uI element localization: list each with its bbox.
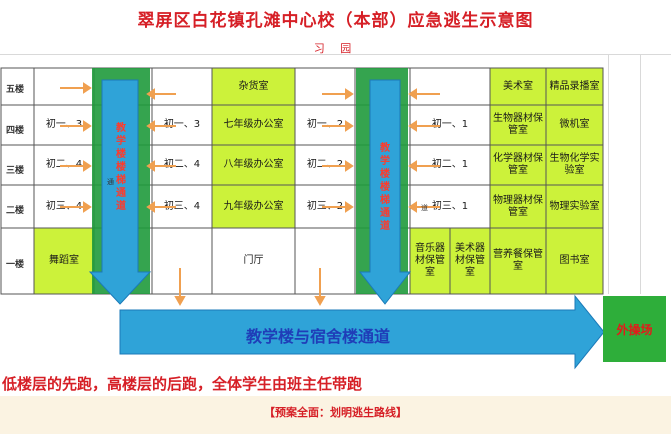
gridline (640, 54, 641, 294)
floor-label-3: 三楼 (6, 166, 25, 176)
stair-tag: 通 (107, 178, 114, 186)
arrowhead (83, 120, 92, 132)
room-bio-storage: 生物器材保管室 (490, 105, 546, 145)
arrowhead (146, 160, 155, 172)
room-art-storage: 美术器材保管室 (450, 228, 490, 294)
arrowhead (146, 120, 155, 132)
arrowhead (408, 88, 417, 100)
room-music-storage: 音乐器材保管室 (410, 228, 450, 294)
evacuation-instruction: 低楼层的先跑，高楼层的后跑，全体学生由班主任带跑 (2, 375, 363, 393)
arrowhead (146, 88, 155, 100)
room-lobby: 门厅 (212, 228, 295, 294)
stair-arrow-right (358, 79, 412, 305)
corridor-label: 教学楼与宿舍楼通道 (246, 327, 391, 346)
arrowhead (146, 201, 155, 213)
gridline (608, 54, 609, 294)
room-physics-lab: 物理实验室 (546, 185, 603, 228)
arrowhead (345, 120, 354, 132)
floor-label-4: 四楼 (6, 126, 25, 136)
stair-arrow-left (88, 79, 152, 305)
top-label: 习 园 (313, 42, 358, 55)
room-dance: 舞蹈室 (34, 228, 94, 294)
room-class-3-4-b: 初三、4 (152, 185, 212, 228)
room-recording: 精品录播室 (546, 68, 603, 105)
arrowhead (345, 88, 354, 100)
room-library: 图书室 (546, 228, 603, 294)
arrowhead (174, 296, 186, 307)
stair-label-right: 教学楼楼梯通道 (380, 143, 390, 232)
room-physics-storage: 物理器材保管室 (490, 185, 546, 228)
arrowhead (408, 120, 417, 132)
footer-background (0, 396, 671, 434)
floor-label-2: 二楼 (6, 206, 25, 216)
stair-label-left: 教学楼楼梯通道 (116, 123, 126, 212)
room-grade9-office: 九年级办公室 (212, 185, 295, 228)
room-nutrition-storage: 营养餐保管室 (490, 228, 546, 294)
arrowhead (408, 160, 417, 172)
floor-label-5: 五楼 (6, 85, 25, 95)
room-storage: 杂货室 (212, 68, 295, 105)
page-title: 翠屏区白花镇孔滩中心校（本部）应急逃生示意图 (137, 11, 534, 31)
room-biochem-lab: 生物化学实验室 (546, 145, 603, 185)
room-grade8-office: 八年级办公室 (212, 145, 295, 185)
corridor-arrow (119, 294, 605, 370)
orange-arrows (60, 82, 440, 307)
floor-label-1: 一楼 (6, 260, 25, 270)
arrowhead (83, 82, 92, 94)
arrowhead (83, 201, 92, 213)
footer-caption: 【预案全面：划明逃生路线】 (264, 406, 407, 419)
gridline (0, 54, 671, 55)
arrowhead (345, 201, 354, 213)
room-art: 美术室 (490, 68, 546, 105)
room-chem-storage: 化学器材保管室 (490, 145, 546, 185)
building-outline (0, 67, 604, 295)
arrowhead (408, 201, 417, 213)
room-computer: 微机室 (546, 105, 603, 145)
arrowhead (314, 296, 326, 307)
arrowhead (83, 160, 92, 172)
room-grade7-office: 七年级办公室 (212, 105, 295, 145)
arrowhead (345, 160, 354, 172)
building-grid-lines (0, 67, 604, 295)
outside-playground: 外操场 (603, 296, 666, 362)
stair-tag: 道 (421, 204, 428, 212)
